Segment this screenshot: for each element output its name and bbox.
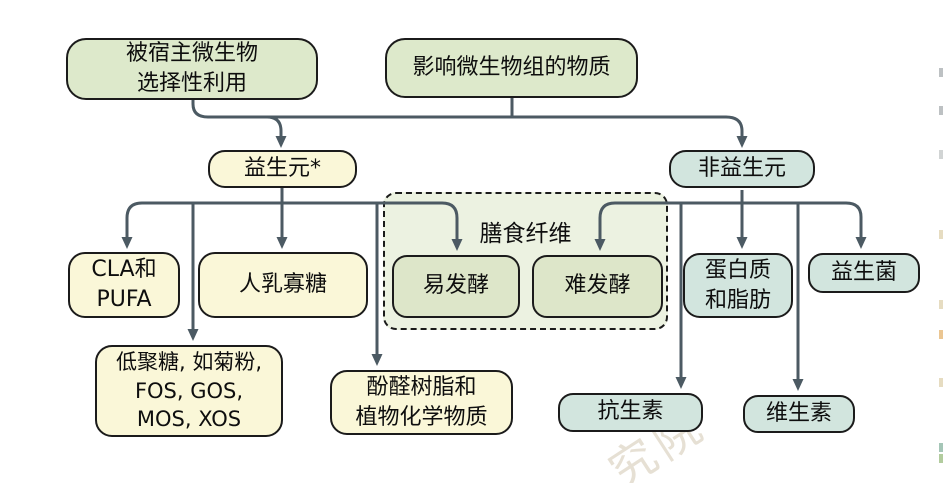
node-fermentable: 易发酵 — [392, 255, 520, 318]
node-label: 抗生素 — [597, 399, 664, 425]
edge-artifact — [939, 106, 943, 115]
edge-artifact — [939, 230, 943, 239]
node-label: 维生素 — [765, 400, 832, 426]
node-hmo: 人乳寡糖 — [198, 252, 368, 318]
node-substances: 影响微生物组的物质 — [385, 38, 638, 98]
node-label-line: 选择性利用 — [136, 71, 247, 96]
dietary-fiber-label: 膳食纤维 — [479, 221, 572, 247]
node-antibiotics: 抗生素 — [558, 393, 703, 432]
node-label: 影响微生物组的物质 — [412, 54, 611, 80]
node-label-line: 被宿主微生物 — [125, 41, 258, 67]
edge-artifact — [939, 443, 943, 452]
node-non-fermentable: 难发酵 — [532, 255, 663, 318]
node-label-line: CLA和 — [91, 257, 157, 283]
node-vitamins: 维生素 — [743, 395, 855, 433]
node-label-line: MOS, XOS — [136, 407, 242, 432]
node-probiotics: 益生菌 — [808, 253, 920, 293]
node-oligosaccharides: 低聚糖, 如菊粉, FOS, GOS, MOS, XOS — [95, 345, 283, 437]
node-cla-pufa: CLA和 PUFA — [68, 252, 180, 318]
node-label: 非益生元 — [697, 155, 786, 181]
node-phenolics: 酚醛树脂和 植物化学物质 — [330, 370, 513, 435]
edge-artifact — [939, 150, 943, 159]
node-label-line: 酚醛树脂和 — [366, 374, 477, 400]
node-label-line: PUFA — [96, 287, 152, 312]
node-label-line: 和脂肪 — [704, 287, 771, 313]
edge-artifact — [939, 454, 943, 463]
node-label: 益生菌 — [830, 259, 897, 285]
node-label-line: 蛋白质 — [704, 257, 771, 283]
edge-artifact — [939, 330, 943, 339]
node-non-prebiotics: 非益生元 — [669, 150, 815, 188]
node-label: 人乳寡糖 — [238, 271, 327, 297]
edge-artifact — [939, 378, 943, 387]
node-selective-use: 被宿主微生物 选择性利用 — [66, 38, 318, 100]
node-label: 难发酵 — [564, 273, 631, 299]
node-label: 益生元* — [243, 155, 321, 181]
node-label-line: 植物化学物质 — [355, 404, 488, 430]
node-prebiotics: 益生元* — [208, 150, 357, 188]
node-protein-fat: 蛋白质 和脂肪 — [683, 253, 793, 318]
edge-artifact — [939, 300, 943, 309]
node-label-line: 低聚糖, 如菊粉, — [115, 350, 263, 375]
node-label: 易发酵 — [422, 273, 489, 299]
node-label-line: FOS, GOS, — [134, 378, 244, 403]
edge-artifact — [939, 68, 943, 77]
